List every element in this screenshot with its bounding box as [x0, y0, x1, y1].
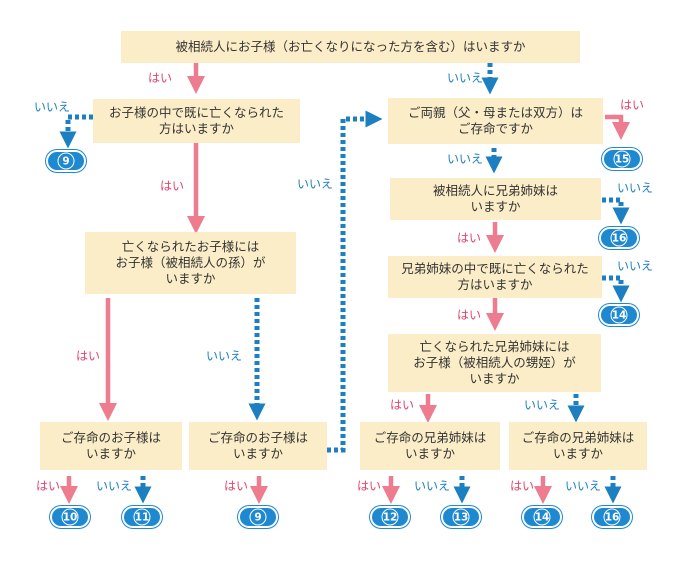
question-living-sibling-a: ご存命の兄弟姉妹は いますか — [360, 422, 500, 470]
result-number: 16 — [603, 508, 621, 526]
label-grandchild-no: いいえ — [206, 349, 243, 363]
question-living-child-a: ご存命のお子様は いますか — [40, 422, 182, 470]
result-badge-9-bottom: 9 — [238, 506, 278, 528]
label-living-child-b-yes: はい — [224, 479, 249, 493]
result-number: 13 — [452, 508, 470, 526]
label-parents-no: いいえ — [447, 152, 484, 166]
result-number: 14 — [533, 508, 551, 526]
question-nephew: 亡くなられた兄弟姉妹には お子様（被相続人の甥姪）が いますか — [388, 334, 601, 392]
result-number: 15 — [613, 150, 631, 168]
result-badge-12: 12 — [370, 506, 410, 528]
result-badge-11: 11 — [122, 506, 162, 528]
label-sibling-deceased-no: いいえ — [617, 259, 654, 273]
result-badge-15: 15 — [602, 148, 642, 170]
label-living-child-b-no: いいえ — [297, 177, 334, 191]
result-badge-16-top: 16 — [599, 227, 639, 249]
arrow-living-child-b-no — [327, 110, 383, 453]
arrow-child-deceased-no — [59, 114, 93, 149]
result-number: 10 — [61, 508, 79, 526]
label-nephew-no: いいえ — [524, 398, 561, 412]
question-grandchild: 亡くなられたお子様には お子様（被相続人の孫）が いますか — [85, 232, 296, 294]
question-child-deceased: お子様の中で既に亡くなられた 方はいますか — [93, 99, 300, 143]
question-siblings: 被相続人に兄弟姉妹は いますか — [390, 178, 601, 220]
label-parents-yes: はい — [620, 98, 645, 112]
arrow-parents-yes — [605, 114, 630, 140]
label-living-sibling-a-no: いいえ — [414, 479, 451, 493]
arrow-siblings-no — [602, 197, 630, 225]
result-number: 16 — [610, 229, 628, 247]
label-living-sibling-b-yes: はい — [510, 479, 535, 493]
label-child-deceased-yes: はい — [160, 179, 185, 193]
question-root: 被相続人にお子様（お亡くなりになった方を含む）はいますか — [121, 31, 580, 63]
label-nephew-yes: はい — [390, 398, 415, 412]
arrow-sibling-deceased-no — [602, 275, 630, 303]
label-living-child-a-no: いいえ — [96, 479, 133, 493]
result-badge-9-top: 9 — [46, 150, 86, 172]
label-living-sibling-a-yes: はい — [357, 479, 382, 493]
label-root-no: いいえ — [447, 71, 484, 85]
result-badge-14-mid: 14 — [599, 304, 639, 326]
question-parents: ご両親（父・母または双方）は ご存命ですか — [388, 98, 603, 144]
label-siblings-yes: はい — [457, 231, 482, 245]
label-siblings-no: いいえ — [617, 181, 654, 195]
result-badge-14-bottom: 14 — [522, 506, 562, 528]
result-number: 11 — [133, 508, 151, 526]
label-sibling-deceased-yes: はい — [457, 308, 482, 322]
label-living-child-a-yes: はい — [36, 479, 61, 493]
result-badge-16-bottom: 16 — [592, 506, 632, 528]
question-living-child-b: ご存命のお子様は いますか — [189, 422, 327, 470]
label-living-sibling-b-no: いいえ — [565, 479, 602, 493]
result-number: 12 — [381, 508, 399, 526]
result-number: 9 — [249, 508, 267, 526]
question-living-sibling-b: ご存命の兄弟姉妹は いますか — [509, 422, 647, 470]
label-root-yes: はい — [148, 71, 173, 85]
result-number: 14 — [610, 306, 628, 324]
label-child-deceased-no: いいえ — [34, 100, 71, 114]
question-sibling-deceased: 兄弟姉妹の中で既に亡くなられた 方はいますか — [388, 256, 602, 298]
result-badge-13: 13 — [441, 506, 481, 528]
label-grandchild-yes: はい — [76, 349, 101, 363]
result-number: 9 — [57, 152, 75, 170]
result-badge-10: 10 — [50, 506, 90, 528]
